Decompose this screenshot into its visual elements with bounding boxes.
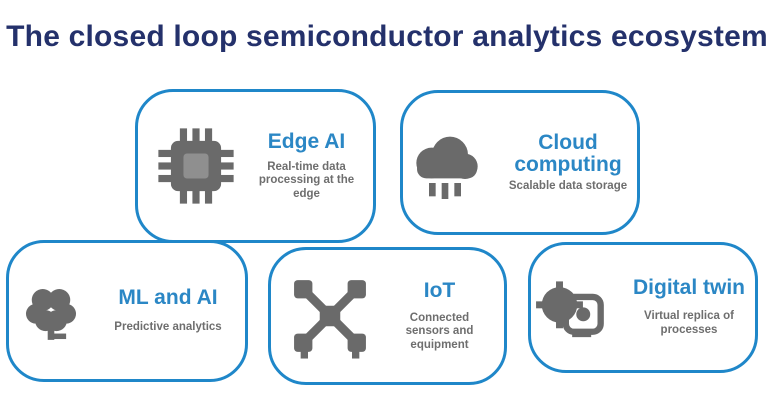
card-title: Cloud computing — [514, 130, 622, 176]
card-edge-ai: Edge AI Real-time data processing at the… — [135, 89, 376, 243]
cloud-icon — [405, 123, 485, 203]
twin-icon — [531, 270, 607, 346]
brain-icon — [18, 278, 84, 344]
card-digital-twin: Digital twin Virtual replica of processe… — [528, 242, 758, 373]
card-title: ML and AI — [118, 286, 218, 310]
card-cloud-computing: Cloud computing Scalable data storage — [400, 90, 640, 235]
page-title: The closed loop semiconductor analytics … — [6, 20, 768, 53]
card-caption: Predictive analytics — [114, 321, 222, 334]
card-caption: Virtual replica of processes — [644, 310, 734, 337]
card-title: Edge AI — [267, 129, 346, 153]
chip-icon — [153, 123, 239, 209]
card-title: Digital twin — [633, 276, 745, 300]
card-caption: Connected sensors and equipment — [405, 311, 474, 351]
card-iot: IoT Connected sensors and equipment — [268, 247, 507, 385]
card-ml-and-ai: ML and AI Predictive analytics — [6, 240, 248, 382]
card-caption: Real-time data processing at the edge — [258, 160, 355, 200]
card-caption: Scalable data storage — [508, 179, 628, 192]
card-title: IoT — [423, 278, 456, 302]
network-icon — [286, 272, 374, 360]
